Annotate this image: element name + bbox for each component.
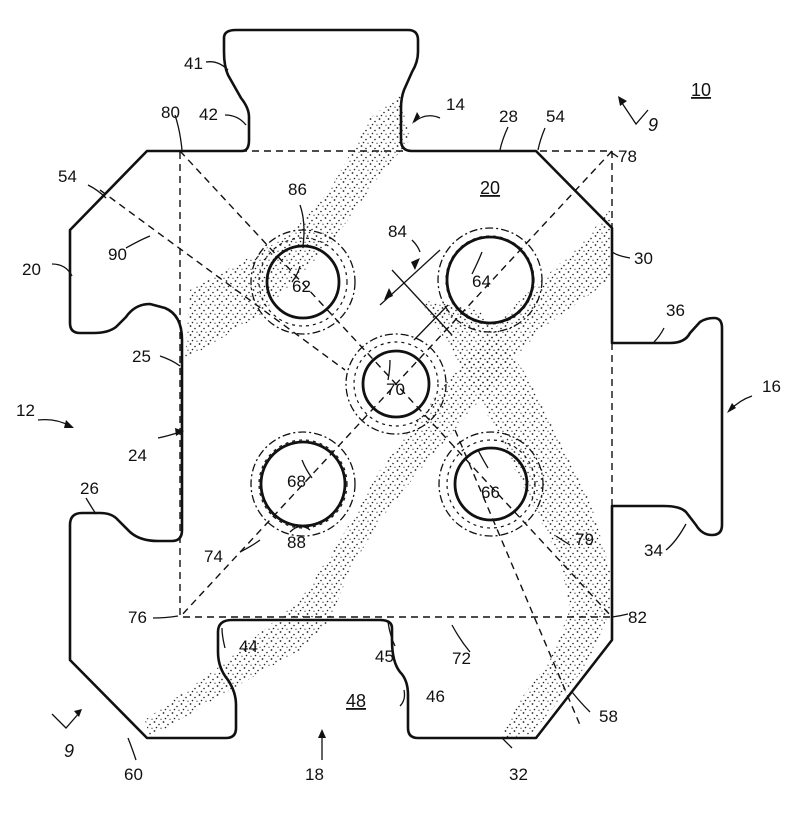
label-70: 70 [386, 380, 405, 399]
label-42: 42 [199, 105, 218, 124]
hole-62-ring [250, 229, 356, 335]
diagonal-58 [454, 429, 581, 726]
label-25: 25 [132, 347, 151, 366]
section-label-lower: 9 [64, 741, 74, 761]
diagonal-78-76 [179, 150, 613, 618]
label-74: 74 [204, 547, 223, 566]
label-24: 24 [128, 446, 147, 465]
dashed-square [179, 150, 613, 618]
dimension-84 [379, 249, 453, 341]
label-20-left: 20 [22, 260, 41, 279]
label-66: 66 [481, 483, 500, 502]
hole-70 [361, 349, 431, 419]
label-78: 78 [618, 147, 637, 166]
label-34: 34 [644, 541, 663, 560]
hole-70-ring-inner [353, 341, 439, 427]
label-28: 28 [499, 107, 518, 126]
label-26: 26 [80, 479, 99, 498]
arrows [37, 112, 753, 760]
hole-62-ring-inner [258, 237, 348, 327]
reference-labels: 10 12 14 16 18 20 20 24 25 26 28 30 32 3… [16, 54, 781, 784]
label-36: 36 [666, 301, 685, 320]
label-76: 76 [128, 608, 147, 627]
label-30: 30 [634, 249, 653, 268]
diagonal-90 [99, 189, 346, 371]
hole-66 [453, 446, 529, 522]
label-45: 45 [375, 647, 394, 666]
label-54-right: 54 [546, 107, 565, 126]
label-58: 58 [599, 707, 618, 726]
label-68: 68 [287, 472, 306, 491]
label-32: 32 [509, 765, 528, 784]
stipple-band-lower [420, 300, 610, 738]
construction-lines [99, 150, 613, 726]
hole-70-ring [345, 333, 447, 435]
label-46: 46 [426, 687, 445, 706]
label-48: 48 [346, 691, 366, 711]
section-label-upper: 9 [648, 115, 658, 135]
label-60: 60 [124, 765, 143, 784]
label-10: 10 [691, 80, 711, 100]
label-12: 12 [16, 401, 35, 420]
section-mark-upper [618, 96, 649, 126]
label-88: 88 [287, 533, 306, 552]
label-14: 14 [446, 95, 465, 114]
label-90: 90 [108, 245, 127, 264]
label-86: 86 [288, 180, 307, 199]
hole-66-ring [438, 431, 544, 537]
label-41: 41 [184, 54, 203, 73]
label-80: 80 [161, 103, 180, 122]
label-44: 44 [239, 637, 258, 656]
leader-lines [51, 61, 687, 761]
stipple-band-upper-left [185, 95, 410, 360]
tile-outline [68, 28, 724, 740]
section-mark-lower [51, 709, 82, 729]
label-20-surface: 20 [480, 178, 500, 198]
hole-68-ring [250, 431, 356, 537]
label-84: 84 [388, 222, 407, 241]
stippled-bands [145, 95, 610, 738]
label-18: 18 [305, 765, 324, 784]
label-54-left: 54 [58, 167, 77, 186]
hole-68-ring-inner [258, 439, 348, 529]
label-72: 72 [452, 649, 471, 668]
label-79: 79 [575, 530, 594, 549]
hole-64-ring [437, 227, 543, 333]
label-62: 62 [292, 277, 311, 296]
label-64: 64 [472, 272, 491, 291]
label-16: 16 [762, 377, 781, 396]
label-82: 82 [628, 608, 647, 627]
hole-66-ring-inner [446, 439, 536, 529]
hole-64 [445, 235, 535, 325]
